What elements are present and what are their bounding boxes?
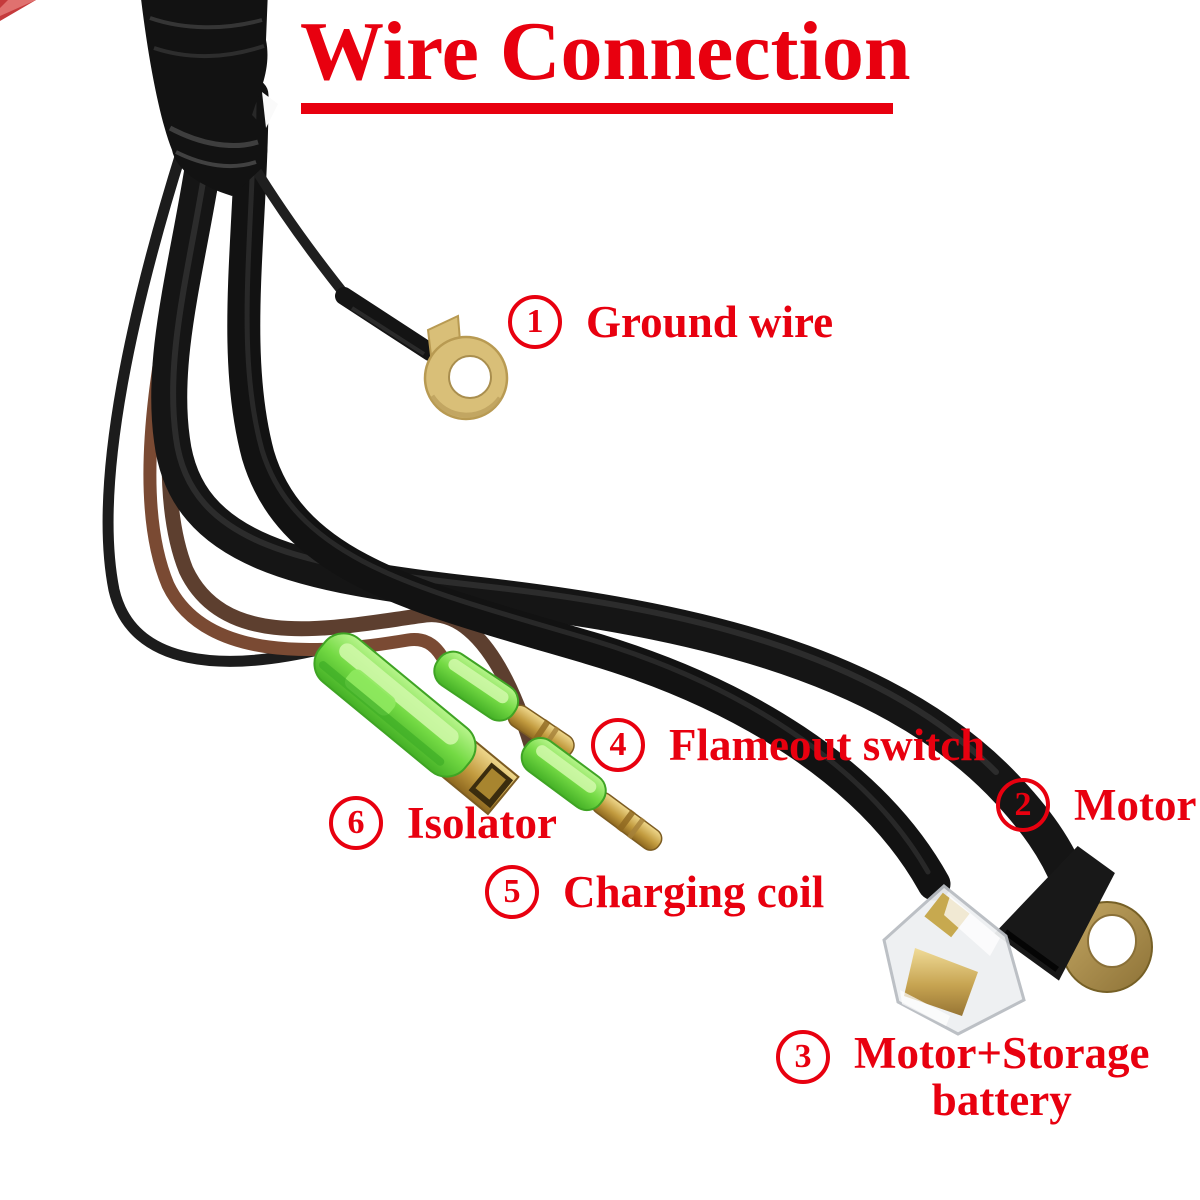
taped-harness-bundle <box>141 0 278 196</box>
motor-cable <box>151 77 1090 906</box>
title-underline <box>301 103 893 114</box>
circled-number-1: 1 <box>508 295 562 349</box>
label-motor-storage-battery: 3 Motor+Storage battery <box>776 1030 1150 1124</box>
flameout-bullet-connector <box>433 650 575 758</box>
label-isolator-text: Isolator <box>407 797 557 848</box>
ground-wire <box>248 160 439 361</box>
ground-ring-terminal <box>423 314 509 421</box>
label-battery-text-line1: Motor+Storage <box>854 1028 1150 1078</box>
label-ground-wire: 1 Ground wire <box>508 295 833 349</box>
motor-ring-terminal <box>994 845 1153 993</box>
battery-cable <box>227 78 951 901</box>
label-flameout-switch-text: Flameout switch <box>669 719 986 770</box>
label-motor-text: Motor <box>1074 779 1197 830</box>
label-flameout-switch: 4 Flameout switch <box>591 718 985 772</box>
isolator-connector <box>313 632 520 816</box>
circled-number-2: 2 <box>996 778 1050 832</box>
circled-number-5: 5 <box>485 865 539 919</box>
label-battery-text-line2: battery <box>931 1074 1072 1125</box>
label-charging-coil-text: Charging coil <box>563 866 825 917</box>
circled-number-6: 6 <box>329 796 383 850</box>
battery-spade-connector <box>882 884 1026 1036</box>
label-isolator: 6 Isolator <box>329 796 557 850</box>
label-ground-wire-text: Ground wire <box>586 296 834 347</box>
label-motor: 2 Motor <box>996 778 1196 832</box>
charging-bullet-connector <box>520 736 663 851</box>
circled-number-3: 3 <box>776 1030 830 1084</box>
page-title: Wire Connection <box>300 5 911 98</box>
red-corner-sliver <box>0 0 36 21</box>
circled-number-4: 4 <box>591 718 645 772</box>
isolator-feed-wire <box>102 144 328 667</box>
label-charging-coil: 5 Charging coil <box>485 865 824 919</box>
